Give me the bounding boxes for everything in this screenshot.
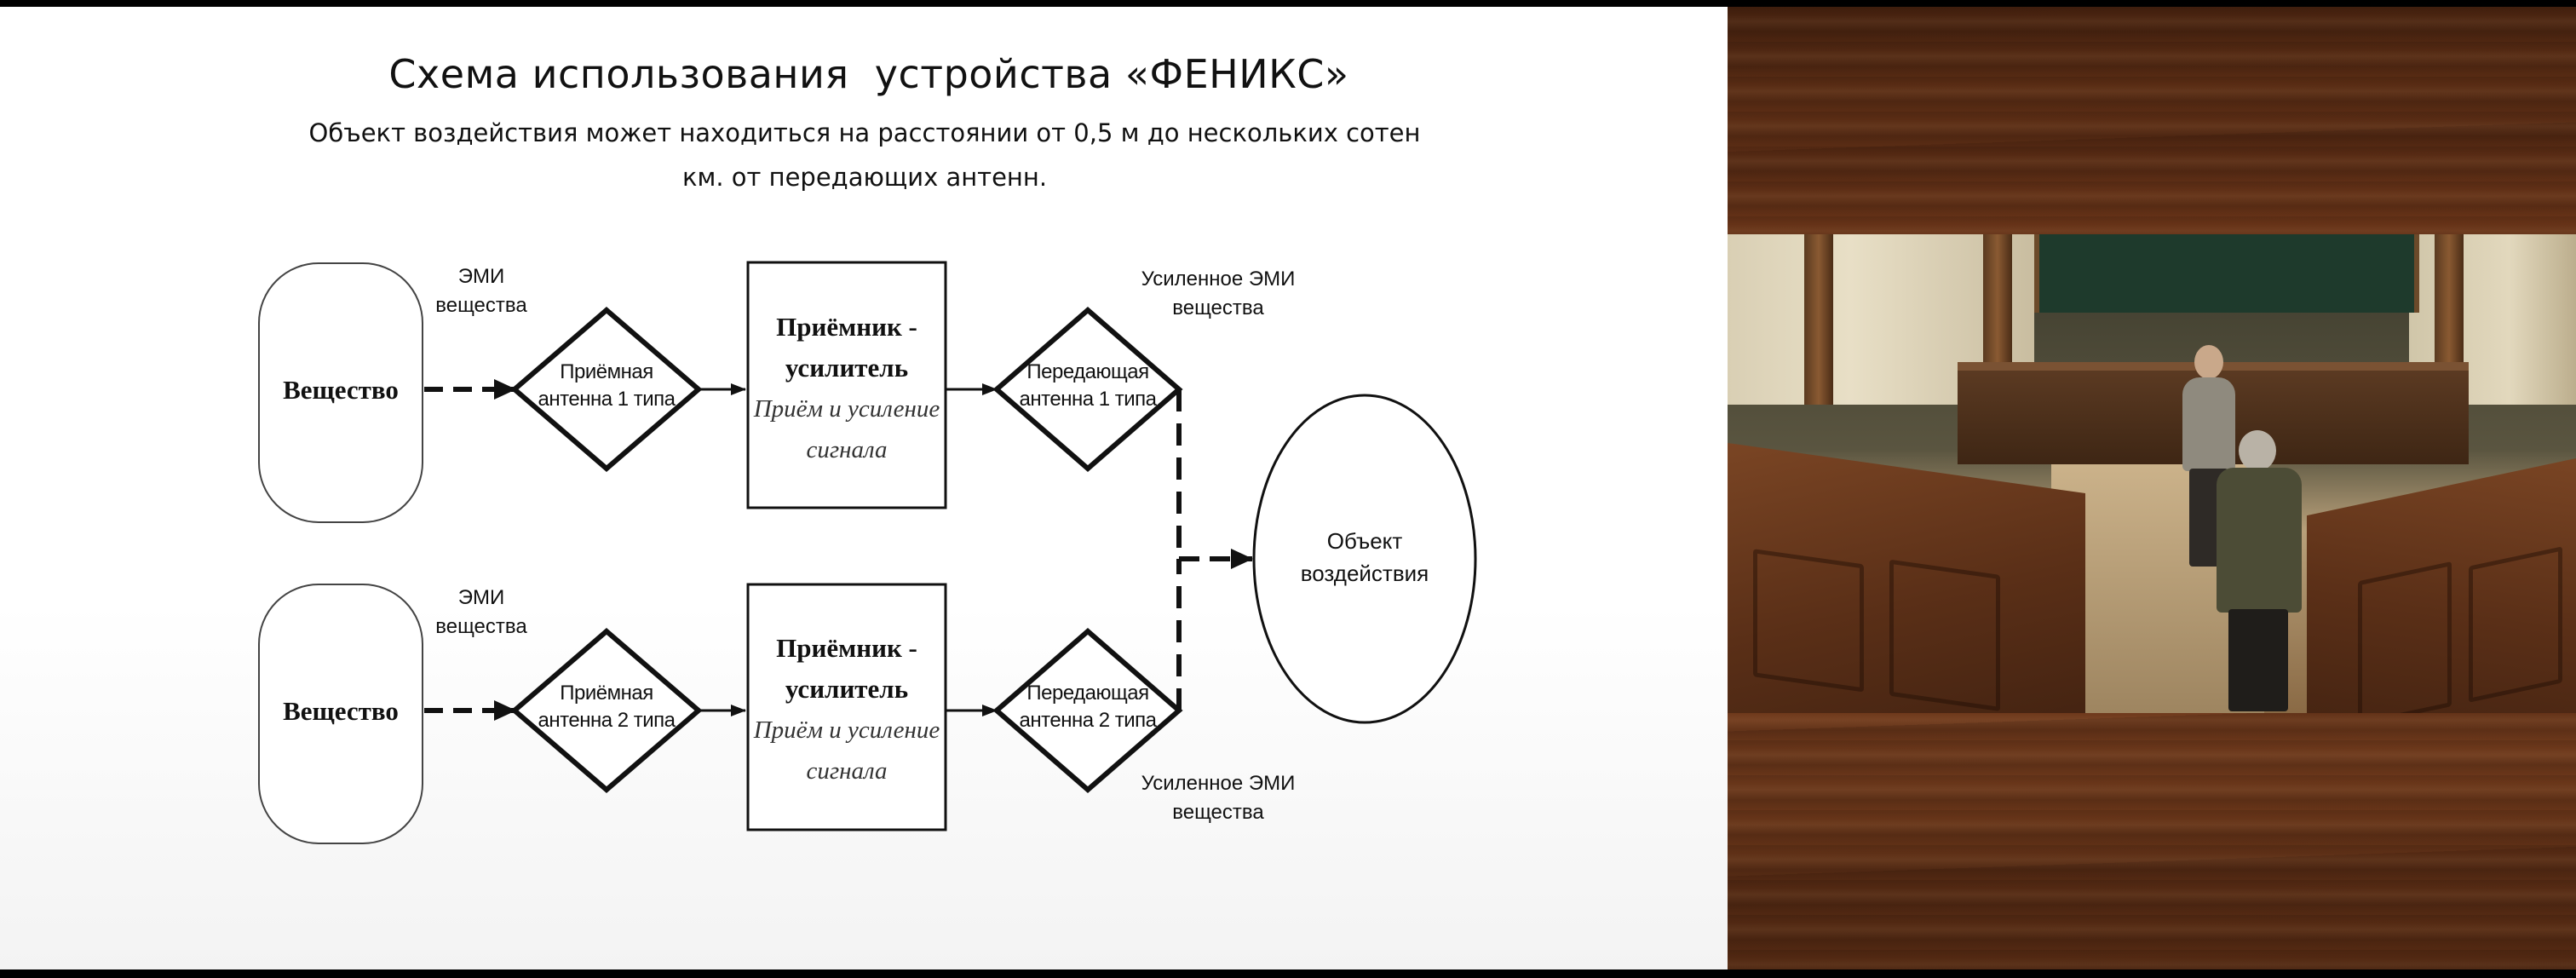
amplified-emi-label-1: Усиленное ЭМИ вещества <box>1141 268 1296 319</box>
receiver-box-2 <box>746 583 947 831</box>
receiver-label-1: Приёмник - усилитель Приём и усиление си… <box>753 312 940 463</box>
receiver-box-1 <box>746 261 947 509</box>
wood-panel-background <box>1728 7 2576 969</box>
receiver-label-2: Приёмник - усилитель Приём и усиление си… <box>753 633 940 785</box>
flow-diagram <box>258 261 1477 844</box>
rx-antenna-diamond-1 <box>510 307 703 472</box>
subtitle-line-2: км. от передающих антенн. <box>681 163 1048 192</box>
source-label-1: Вещество <box>283 375 399 405</box>
target-label: Объект воздействия <box>1300 528 1429 586</box>
lecture-hall-video <box>1728 234 2576 713</box>
tx-antenna-diamond-1 <box>992 307 1183 472</box>
emi-label-1: ЭМИ вещества <box>435 265 527 317</box>
rx-antenna-label-1: Приёмная антенна 1 типа <box>538 360 676 411</box>
tx-antenna-label-1: Передающая антенна 1 типа <box>1019 360 1157 411</box>
bench-panel <box>1889 559 2000 711</box>
rx-antenna-diamond-2 <box>510 628 703 793</box>
source-label-2: Вещество <box>283 696 399 726</box>
listener-figure <box>2213 430 2307 711</box>
bench-right <box>2307 456 2576 713</box>
bench-left <box>1728 443 2085 713</box>
amplified-emi-label-2: Усиленное ЭМИ вещества <box>1141 772 1296 824</box>
bench-panel <box>1753 549 1864 693</box>
presentation-slide: Схема использования устройства «ФЕНИКС» … <box>0 7 1728 969</box>
source-box-1 <box>258 262 423 523</box>
hall-column <box>1804 234 1833 405</box>
bench-panel <box>2358 561 2452 713</box>
tx-antenna-diamond-2 <box>992 628 1183 793</box>
source-box-2 <box>258 584 423 844</box>
bench-panel <box>2469 546 2562 703</box>
slide-title: Схема использования устройства «ФЕНИКС» <box>388 51 1349 97</box>
tx-antenna-label-2: Передающая антенна 2 типа <box>1019 682 1157 732</box>
rx-antenna-label-2: Приёмная антенна 2 типа <box>538 682 676 732</box>
subtitle-line-1: Объект воздействия может находиться на р… <box>308 118 1421 147</box>
emi-label-2: ЭМИ вещества <box>435 586 527 638</box>
target-ellipse <box>1252 394 1477 724</box>
chalkboard <box>2034 234 2419 313</box>
slide-subtitle: Объект воздействия может находиться на р… <box>281 111 1448 199</box>
